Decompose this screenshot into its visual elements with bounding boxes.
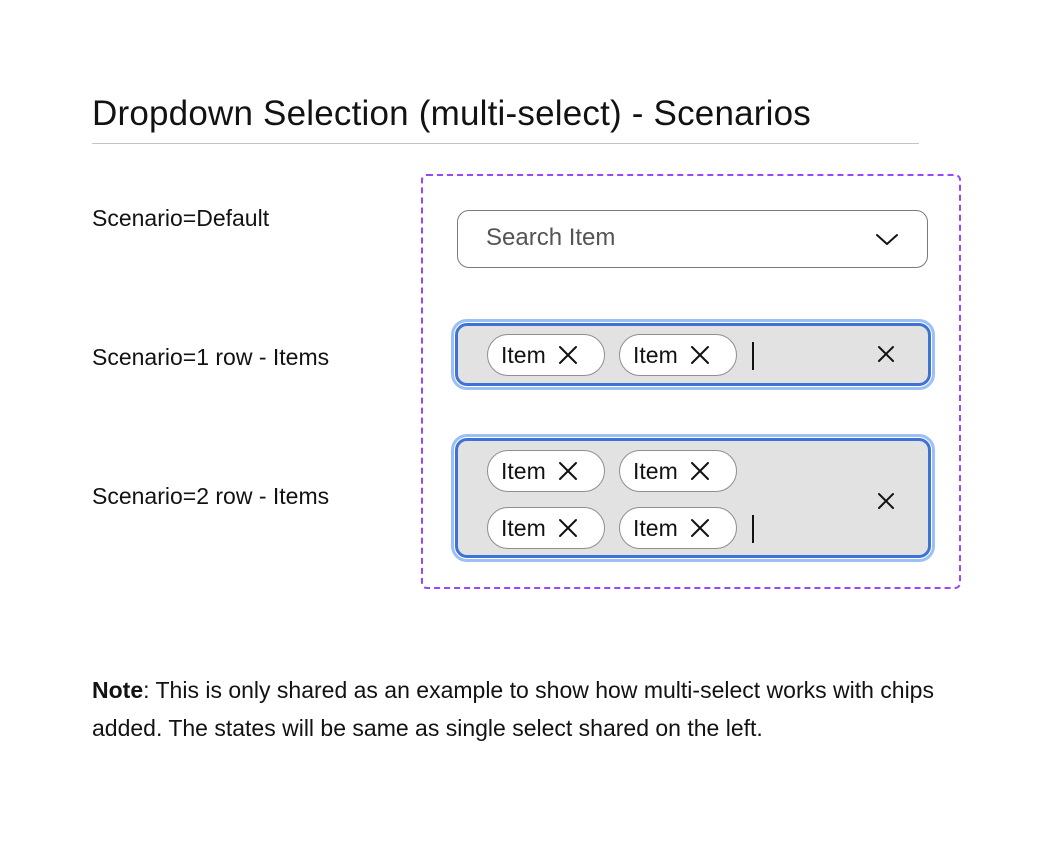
chip[interactable]: Item	[487, 507, 605, 549]
close-icon[interactable]	[558, 518, 578, 538]
note-text: : This is only shared as an example to s…	[92, 677, 934, 741]
variants-frame	[421, 174, 961, 589]
chip-label: Item	[501, 515, 546, 541]
scenario-label-default: Scenario=Default	[92, 205, 270, 231]
chip[interactable]: Item	[619, 507, 737, 549]
chip-label: Item	[633, 342, 678, 368]
chip[interactable]: Item	[487, 334, 605, 376]
close-icon[interactable]	[690, 518, 710, 538]
dropdown-2-row[interactable]: Item Item Item Item	[455, 438, 931, 558]
chip[interactable]: Item	[619, 334, 737, 376]
dropdown-placeholder: Search Item	[486, 224, 616, 251]
chip-label: Item	[501, 342, 546, 368]
scenario-label-2-row: Scenario=2 row - Items	[92, 483, 330, 509]
text-cursor	[752, 342, 754, 370]
chip-label: Item	[501, 458, 546, 484]
note-label: Note	[92, 677, 144, 703]
chip-label: Item	[633, 458, 678, 484]
close-icon[interactable]	[558, 461, 578, 481]
title-divider	[92, 143, 919, 144]
dropdown-1-row[interactable]: Item Item	[455, 323, 931, 386]
dropdown-default[interactable]: Search Item	[457, 210, 928, 268]
clear-all-icon[interactable]	[876, 344, 896, 364]
close-icon[interactable]	[690, 461, 710, 481]
scenario-label-1-row: Scenario=1 row - Items	[92, 344, 330, 370]
clear-all-icon[interactable]	[876, 491, 896, 511]
text-cursor	[752, 515, 754, 543]
close-icon[interactable]	[558, 345, 578, 365]
chip-label: Item	[633, 515, 678, 541]
page-title: Dropdown Selection (multi-select) - Scen…	[92, 94, 811, 133]
chip[interactable]: Item	[487, 450, 605, 492]
chip[interactable]: Item	[619, 450, 737, 492]
chevron-down-icon[interactable]	[875, 229, 899, 249]
focus-ring	[451, 319, 935, 390]
close-icon[interactable]	[690, 345, 710, 365]
focus-ring	[451, 434, 935, 562]
note-paragraph: Note: This is only shared as an example …	[92, 671, 962, 747]
